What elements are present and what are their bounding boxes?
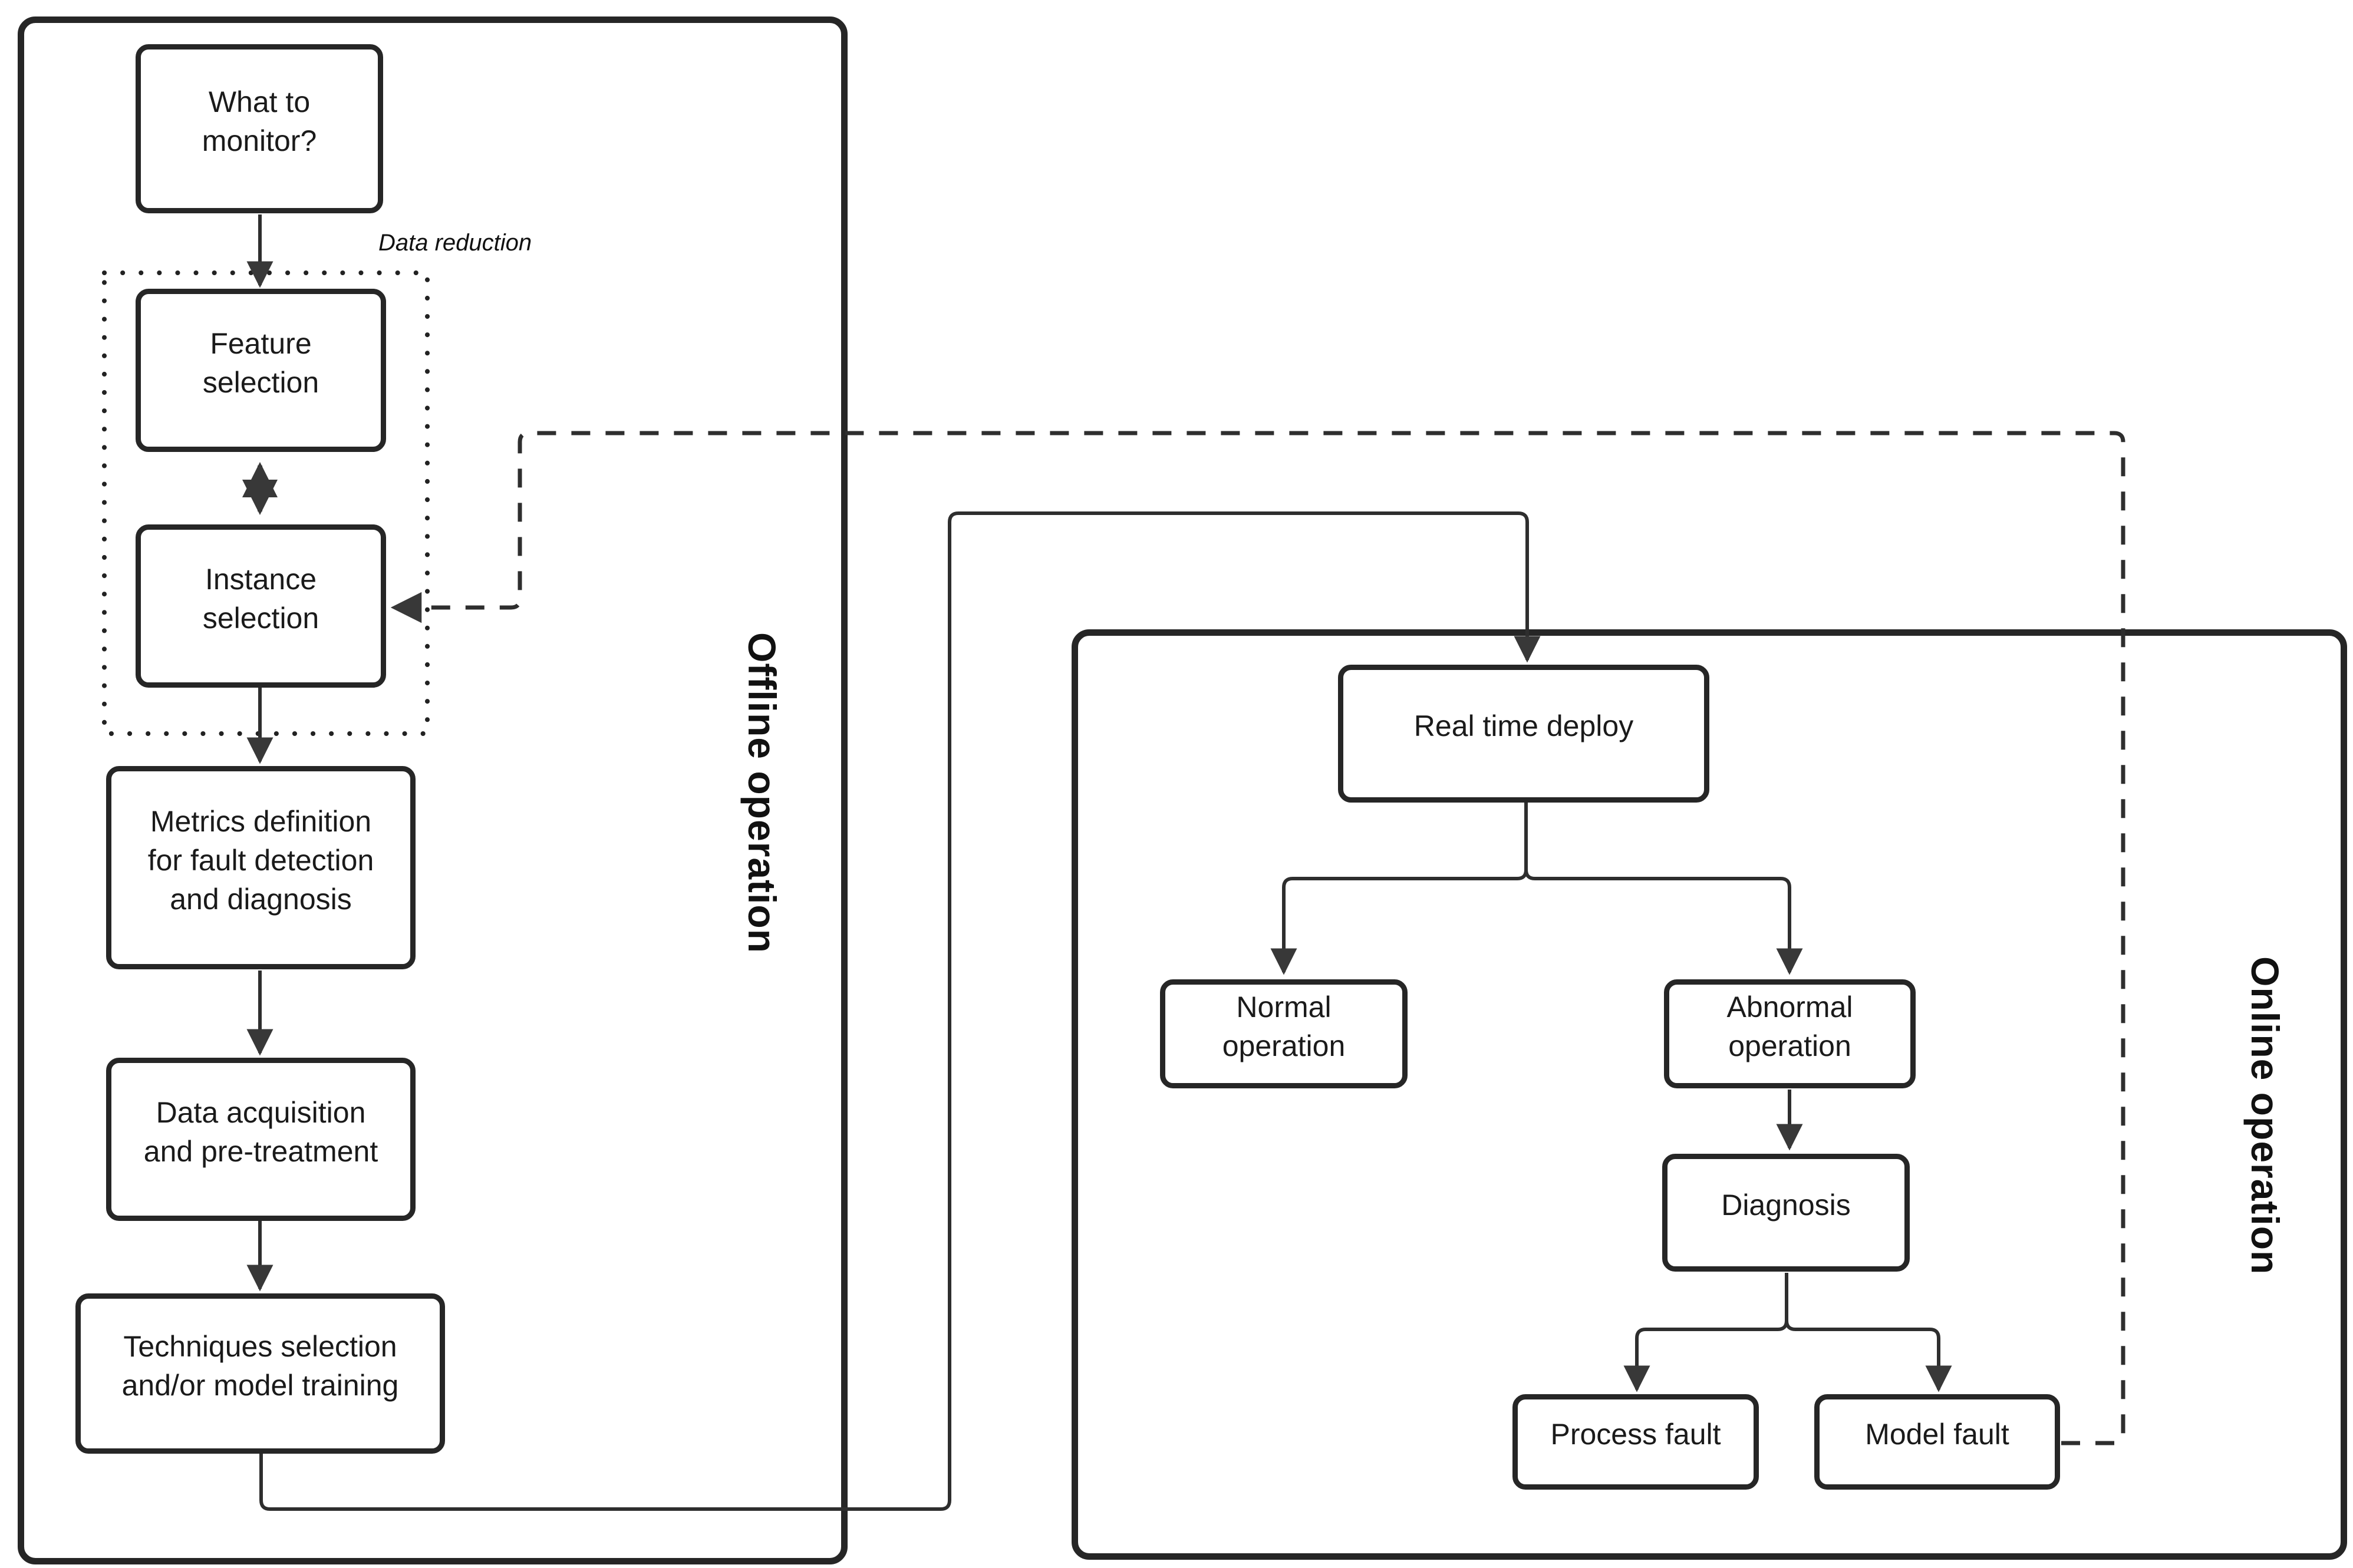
- offline-operation-label: Offline operation: [740, 632, 784, 953]
- online-operation-label: Online operation: [2243, 956, 2287, 1275]
- node-model-fault: Model fault: [1814, 1394, 2060, 1490]
- node-metrics-definition: Metrics definition for fault detection a…: [106, 766, 416, 969]
- node-data-acquisition: Data acquisition and pre-treatment: [106, 1058, 416, 1221]
- node-what-to-monitor: What to monitor?: [136, 44, 383, 213]
- node-process-fault: Process fault: [1512, 1394, 1759, 1490]
- node-feature-selection: Feature selection: [136, 289, 386, 452]
- node-real-time-deploy: Real time deploy: [1338, 665, 1709, 803]
- node-techniques-selection: Techniques selection and/or model traini…: [75, 1293, 445, 1454]
- node-normal-operation: Normal operation: [1160, 979, 1408, 1088]
- node-abnormal-operation: Abnormal operation: [1664, 979, 1916, 1088]
- data-reduction-label: Data reduction: [378, 230, 532, 256]
- node-diagnosis: Diagnosis: [1662, 1154, 1910, 1272]
- node-instance-selection: Instance selection: [136, 524, 386, 688]
